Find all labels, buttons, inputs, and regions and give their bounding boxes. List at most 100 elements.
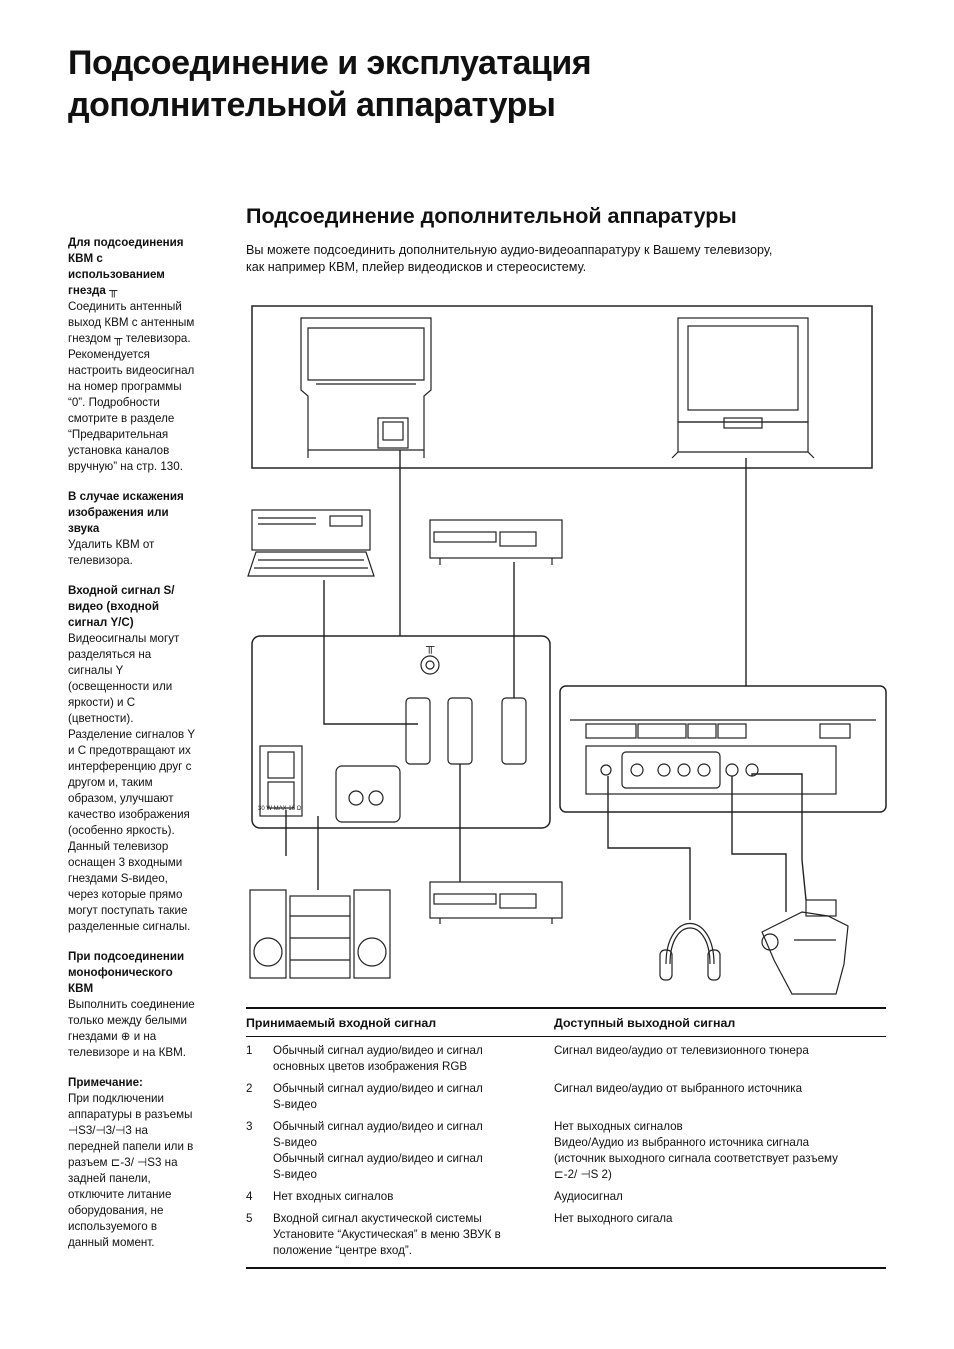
input-cell: Обычный сигнал аудио/видео и сигнал осно… [273, 1043, 554, 1075]
headphones-illustration [659, 923, 721, 981]
text-line: Нет выходных сигналов [554, 1120, 683, 1133]
text-line: разъем ⊏-3/ ⊣S3 на [68, 1156, 178, 1169]
row-number: 4 [246, 1190, 253, 1203]
speaker-rating-label: 30 W MAX 16 Ω [258, 806, 302, 812]
text-line: ⊣S3/⊣3/⊣3 на [68, 1124, 148, 1137]
text-line: телевизоре и на КВМ. [68, 1046, 186, 1059]
text-line: интерференцию друг с [68, 760, 192, 773]
sidebar-note: Входной сигнал S/ видео (входной сигнал … [68, 583, 214, 935]
page-title: Подсоединение и эксплуатация дополнитель… [68, 42, 592, 126]
note-heading: Входной сигнал S/ видео (входной сигнал … [68, 583, 214, 631]
sidebar-note: Примечание: При подключении аппаратуры в… [68, 1075, 214, 1251]
text-line: Установите “Акустическая” в меню ЗВУК в [273, 1228, 501, 1241]
text-line: разделенные сигналы. [68, 920, 191, 933]
row-number: 1 [246, 1044, 253, 1057]
text-line: Входной сигнал S/ [68, 584, 175, 597]
antenna-symbol: ╥ [425, 639, 435, 654]
tv-rear-illustration [300, 317, 432, 458]
text-line: “0”. Подробности [68, 396, 160, 409]
column-header-output: Доступный выходной сигнал [554, 1016, 736, 1030]
table-row: 5 Входной сигнал акустической системы Ус… [246, 1211, 886, 1259]
text-line: При подсоединении [68, 950, 185, 963]
connection-cables [285, 450, 807, 920]
text-line: Соединить антенный [68, 300, 182, 313]
output-cell: Аудиосигнал [554, 1189, 886, 1205]
text-line: используемого в [68, 1220, 158, 1233]
table-header: Принимаемый входной сигнал Доступный вых… [246, 1009, 886, 1037]
front-connector-panel [559, 685, 887, 813]
text-line: Разделение сигналов Y [68, 728, 196, 741]
output-cell: Нет выходного сигала [554, 1211, 886, 1259]
text-line: Обычный сигнал аудио/видео и сигнал [273, 1082, 483, 1095]
text-line: выход КВМ с антенным [68, 316, 195, 329]
text-line: (особенно яркость). [68, 824, 175, 837]
text-line: смотрите в разделе [68, 412, 175, 425]
text-line: качество изображения [68, 808, 190, 821]
note-heading: Для подсоединения КВМ с использованием г… [68, 235, 214, 299]
note-body: Соединить антенный выход КВМ с антенным … [68, 299, 214, 475]
vcr-illustration [429, 519, 563, 565]
vcr-illustration [429, 881, 563, 924]
text-line: гнезда ╥ [68, 284, 118, 297]
row-number: 2 [246, 1082, 253, 1095]
text-line: монофонического [68, 966, 173, 979]
text-line: При подключении [68, 1092, 164, 1105]
text-line: (освещенности или [68, 680, 173, 693]
text-line: данный момент. [68, 1236, 155, 1249]
table-bottom-rule [246, 1267, 886, 1269]
output-cell: Сигнал видео/аудио от выбранного источни… [554, 1081, 886, 1113]
row-number: 3 [246, 1120, 253, 1133]
output-cell: Сигнал видео/аудио от телевизионного тюн… [554, 1043, 886, 1075]
text-line: вручную” на стр. 130. [68, 460, 183, 473]
page-title-line: Подсоединение и эксплуатация [68, 44, 592, 82]
text-line: Примечание: [68, 1076, 143, 1089]
text-line: отключите литание [68, 1188, 172, 1201]
note-body: Видеосигналы могут разделяться на сигнал… [68, 631, 214, 935]
text-line: (цветности). [68, 712, 134, 725]
table-row: 4 Нет входных сигналов Аудиосигнал [246, 1189, 886, 1205]
text-line: Входной сигнал акустической системы [273, 1212, 482, 1225]
computer-illustration [247, 509, 375, 577]
text-line: Вы можете подсоединить дополнительную ау… [246, 243, 773, 257]
text-line: Удалить КВМ от [68, 538, 155, 551]
camcorder-illustration [761, 899, 849, 995]
row-number: 5 [246, 1212, 253, 1225]
text-line: звука [68, 522, 100, 535]
sidebar-note: В случае искажения изображения или звука… [68, 489, 214, 569]
text-line: гнездами S-видео, [68, 872, 168, 885]
input-cell: Входной сигнал акустической системы Уста… [273, 1211, 554, 1259]
text-line: Аудиосигнал [554, 1190, 623, 1203]
note-heading: Примечание: [68, 1075, 214, 1091]
text-line: положение “центре вход”. [273, 1244, 412, 1257]
text-line: Видеосигналы могут [68, 632, 180, 645]
text-line: через которые прямо [68, 888, 183, 901]
text-line: S-видео [273, 1168, 317, 1181]
text-line: телевизора. [68, 554, 133, 567]
text-line: Выполнить соединение [68, 998, 195, 1011]
text-line: Видео/Аудио из выбранного источника сигн… [554, 1136, 810, 1149]
input-cell: Нет входных сигналов [273, 1189, 554, 1205]
text-line: и C предотвращают их [68, 744, 191, 757]
tv-front-illustration [671, 317, 815, 459]
table-row: 3 Обычный сигнал аудио/видео и сигнал S-… [246, 1119, 886, 1183]
signal-table: Принимаемый входной сигнал Доступный вых… [246, 1007, 886, 1269]
text-line: Сигнал видео/аудио от телевизионного тюн… [554, 1044, 809, 1057]
text-line: Рекомендуется [68, 348, 150, 361]
text-line: (источник выходного сигнала соответствуе… [554, 1152, 838, 1165]
text-line: передней папели или в [68, 1140, 194, 1153]
text-line: Обычный сигнал аудио/видео и сигнал [273, 1044, 483, 1057]
text-line: сигнал Y/C) [68, 616, 134, 629]
text-line: как например КВМ, плейер видеодисков и с… [246, 260, 587, 274]
text-line: сигналы Y [68, 664, 124, 677]
text-line: Нет выходного сигала [554, 1212, 673, 1225]
text-line: “Предварительная [68, 428, 169, 441]
note-heading: В случае искажения изображения или звука [68, 489, 214, 537]
text-line: оснащен 3 входными [68, 856, 183, 869]
text-line: основных цветов изображения RGB [273, 1060, 468, 1073]
input-cell: Обычный сигнал аудио/видео и сигнал S-ви… [273, 1119, 554, 1183]
sidebar-note: Для подсоединения КВМ с использованием г… [68, 235, 214, 475]
table-row: 1 Обычный сигнал аудио/видео и сигнал ос… [246, 1043, 886, 1075]
text-line: В случае искажения [68, 490, 184, 503]
text-line: Сигнал видео/аудио от выбранного источни… [554, 1082, 803, 1095]
text-line: Обычный сигнал аудио/видео и сигнал [273, 1152, 483, 1165]
